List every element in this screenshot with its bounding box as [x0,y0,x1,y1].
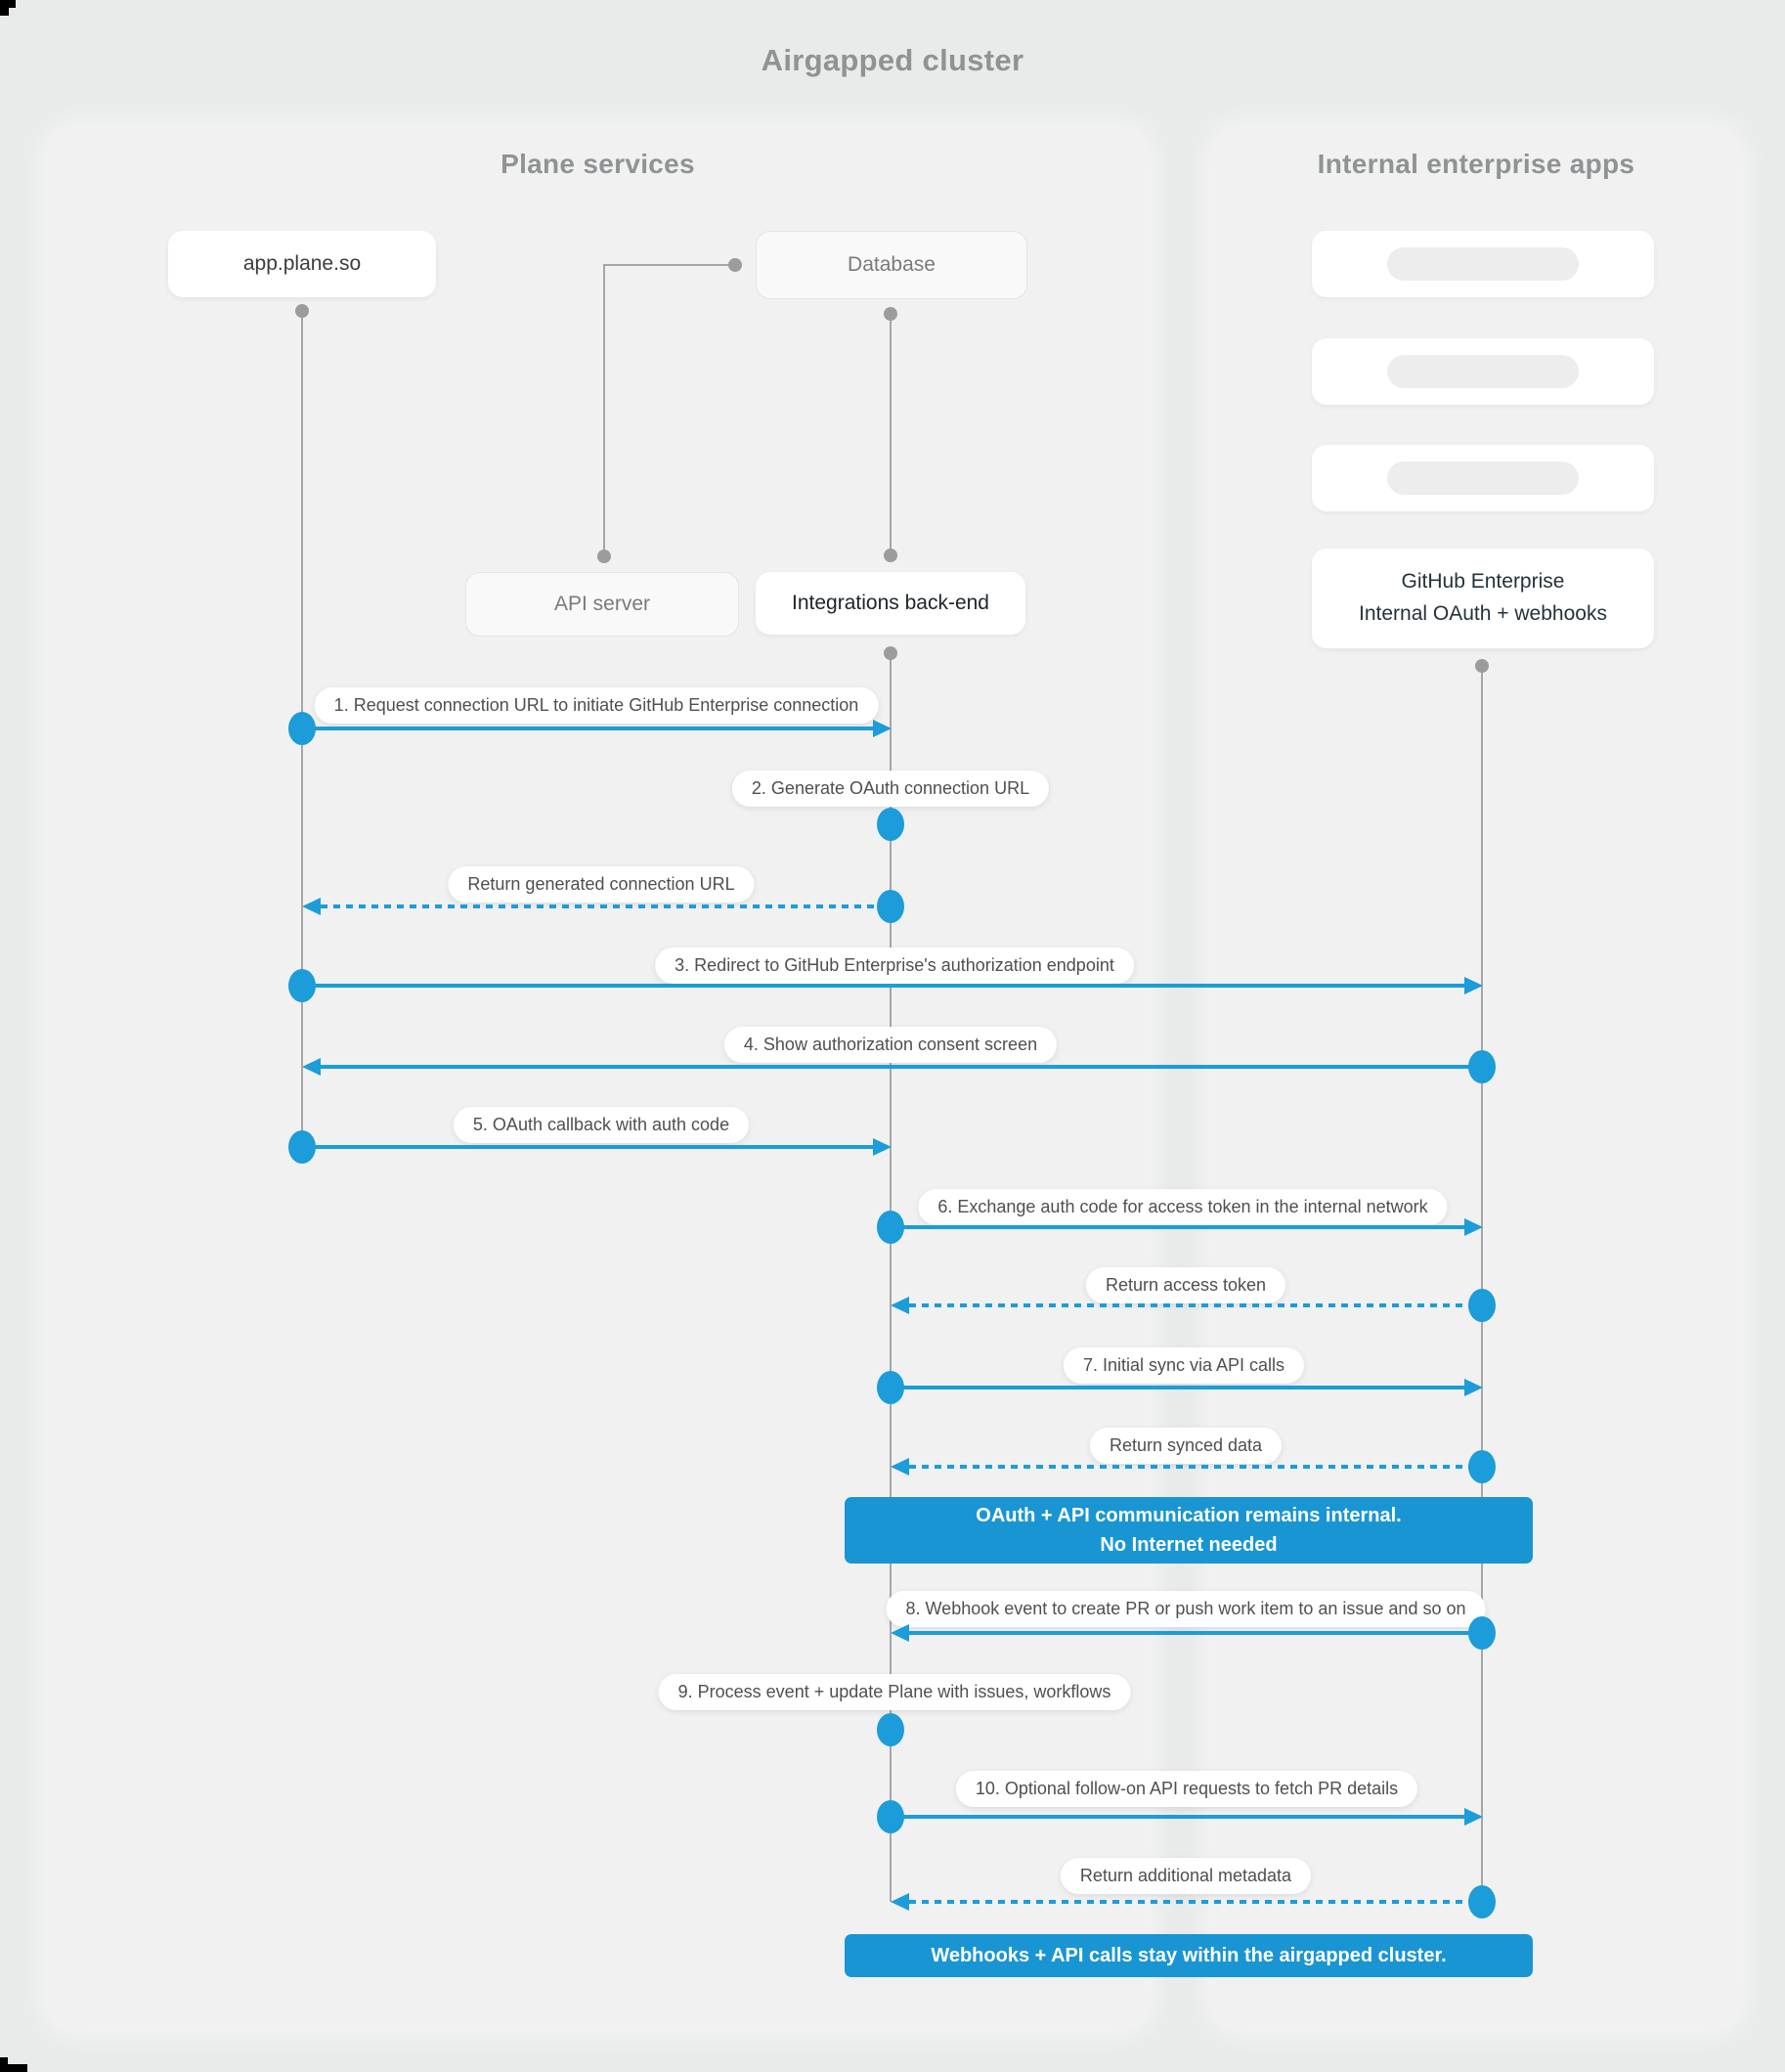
panel-plane-services: Plane services [46,127,1150,2030]
endpoint-dot [288,712,316,745]
arrowhead [1464,1379,1483,1396]
endpoint-dot [288,969,316,1002]
message-arrow-return-synced [909,1465,1482,1469]
panel-enterprise-header: Internal enterprise apps [1317,149,1635,179]
message-arrow-4 [321,1065,1482,1069]
message-arrow-10 [891,1815,1466,1819]
message-arrow-return-url [321,904,891,908]
message-label-2: 2. Generate OAuth connection URL [731,771,1050,807]
message-arrow-6 [891,1225,1466,1229]
endpoint-dot [877,890,904,923]
corner-mark-top-left-2 [0,0,9,16]
endpoint-dot [1468,1289,1496,1322]
message-label-7: 7. Initial sync via API calls [1063,1347,1305,1384]
node-github-label-line1: GitHub Enterprise [1401,570,1565,594]
page-title: Airgapped cluster [761,43,1024,77]
skeleton-bar [1387,355,1579,388]
message-label-return-token: Return access token [1085,1267,1286,1303]
endpoint-dot [1468,1050,1496,1083]
message-label-4: 4. Show authorization consent screen [723,1027,1058,1063]
arrowhead [1464,1808,1483,1826]
node-api-server-label: API server [553,593,651,615]
joint-dot [884,307,897,321]
message-arrow-return-metadata [909,1900,1482,1904]
message-arrow-7 [891,1386,1466,1389]
lifeline-integrations [890,653,892,1902]
message-label-10: 10. Optional follow-on API requests to f… [955,1771,1418,1807]
banner-airgapped-cluster: Webhooks + API calls stay within the air… [845,1934,1533,1977]
joint-dot [1475,659,1489,673]
endpoint-dot [1468,1616,1496,1650]
skeleton-bar [1387,247,1579,281]
skeleton-card-1 [1312,231,1654,297]
joint-dot [884,646,897,660]
message-label-1: 1. Request connection URL to initiate Gi… [314,687,879,724]
skeleton-card-2 [1312,338,1654,405]
arrowhead [891,1297,909,1314]
skeleton-card-3 [1312,445,1654,511]
message-label-3: 3. Redirect to GitHub Enterprise's autho… [655,948,1134,984]
corner-mark-bottom-left-2 [0,2064,27,2072]
endpoint-dot [877,1800,904,1833]
arrowhead [891,1893,909,1911]
message-arrow-3 [302,984,1466,988]
connector-db-api-vertical [603,264,605,556]
joint-dot [884,549,897,562]
endpoint-dot [877,1371,904,1404]
message-label-return-synced: Return synced data [1089,1428,1283,1464]
node-github-label-line2: Internal OAuth + webhooks [1359,602,1607,625]
node-github-enterprise: GitHub Enterprise Internal OAuth + webho… [1312,549,1654,648]
message-arrow-1 [302,727,875,730]
banner-line: OAuth + API communication remains intern… [976,1505,1402,1526]
message-label-9: 9. Process event + update Plane with iss… [658,1674,1131,1710]
arrowhead [302,1058,321,1076]
arrowhead [891,1458,909,1476]
arrowhead [873,1138,892,1156]
message-label-8: 8. Webhook event to create PR or push wo… [886,1591,1486,1627]
joint-dot [597,550,611,563]
endpoint-dot [1468,1885,1496,1918]
arrowhead [302,898,321,915]
connector-db-api-horizontal [604,264,735,266]
arrowhead [1464,1218,1483,1236]
node-app-plane-so: app.plane.so [168,231,436,297]
arrowhead [891,1624,909,1642]
arrowhead [1464,977,1483,994]
node-database: Database [756,231,1027,299]
node-integrations-label: Integrations back-end [792,592,989,614]
lifeline-github [1481,666,1483,1902]
banner-internal-communication: OAuth + API communication remains intern… [845,1497,1533,1564]
node-database-label: Database [848,253,936,276]
arrowhead [873,720,892,737]
joint-dot [295,304,309,318]
message-arrow-return-token [909,1303,1482,1307]
panel-plane-header: Plane services [501,149,695,179]
endpoint-dot [1468,1450,1496,1483]
banner-line: No Internet needed [1100,1534,1278,1556]
node-api-server: API server [465,572,739,637]
skeleton-bar [1387,462,1579,495]
endpoint-dot [877,1713,904,1746]
node-app-label: app.plane.so [242,252,362,275]
banner-line: Webhooks + API calls stay within the air… [931,1945,1447,1966]
message-label-return-url: Return generated connection URL [448,866,755,903]
node-integrations-backend: Integrations back-end [756,572,1025,635]
lifeline-database [890,314,892,555]
message-label-return-metadata: Return additional metadata [1060,1858,1312,1894]
message-label-5: 5. OAuth callback with auth code [453,1107,750,1143]
endpoint-dot [877,1211,904,1244]
endpoint-dot [288,1130,316,1164]
message-arrow-8 [909,1631,1482,1635]
endpoint-dot [877,808,904,841]
message-arrow-5 [302,1145,875,1149]
joint-dot [728,258,742,272]
message-label-6: 6. Exchange auth code for access token i… [918,1189,1448,1225]
